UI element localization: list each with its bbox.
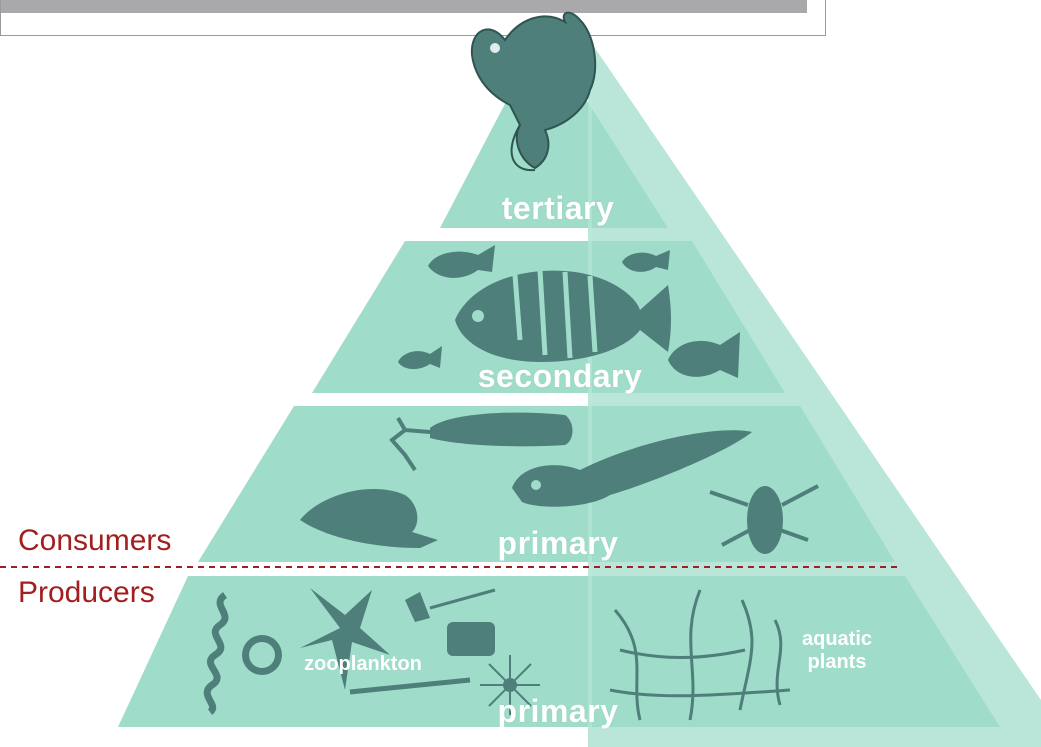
tier-label-tertiary: tertiary xyxy=(408,190,708,227)
tier-label-primary-producers: primary xyxy=(408,693,708,730)
tier-label-secondary: secondary xyxy=(410,358,710,395)
algae-cell-icon xyxy=(242,635,282,675)
aquatic-label-line2: plants xyxy=(782,651,892,674)
aquatic-label-line1: aquatic xyxy=(782,628,892,651)
consumers-label: Consumers xyxy=(18,526,171,556)
zooplankton-label: zooplankton xyxy=(283,653,443,676)
aquatic-plants-label: aquatic plants xyxy=(782,628,892,674)
tier-label-primary-consumers: primary xyxy=(408,525,708,562)
producers-label: Producers xyxy=(18,578,155,608)
